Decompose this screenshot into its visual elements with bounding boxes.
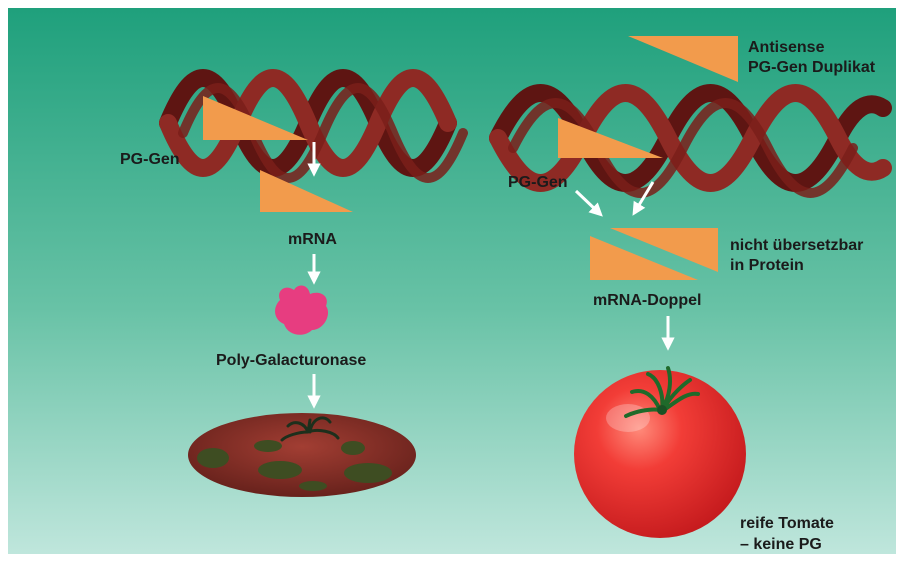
rotten-spot <box>299 481 327 491</box>
rotten-spot <box>197 448 229 468</box>
mrna-label-left: mRNA <box>288 231 337 248</box>
ripe-tomato-line2: – keine PG <box>740 536 822 553</box>
rotten-spot <box>341 441 365 455</box>
polygalacturonase-label: Poly-Galacturonase <box>216 352 366 369</box>
tomato-stem-base <box>657 405 667 415</box>
pg-gene-label-right: PG-Gen <box>508 174 568 191</box>
ripe-tomato-line1: reife Tomate <box>740 515 834 532</box>
not-translatable-line2: in Protein <box>730 257 804 274</box>
mrna-double-label: mRNA-Doppel <box>593 292 701 309</box>
antisense-label-line2: PG-Gen Duplikat <box>748 59 876 76</box>
antisense-pg-gene-diagram: PG-Gen mRNA Poly-Galacturonase Antisense… <box>8 8 896 554</box>
rotten-spot <box>344 463 392 483</box>
rotten-spot <box>254 440 282 452</box>
not-translatable-line1: nicht übersetzbar <box>730 237 863 254</box>
pg-gene-label-left: PG-Gen <box>120 151 180 168</box>
tomato-highlight <box>606 404 650 432</box>
antisense-label-line1: Antisense <box>748 39 825 56</box>
rotten-tomato <box>188 413 416 497</box>
background <box>8 8 896 554</box>
rotten-spot <box>258 461 302 479</box>
